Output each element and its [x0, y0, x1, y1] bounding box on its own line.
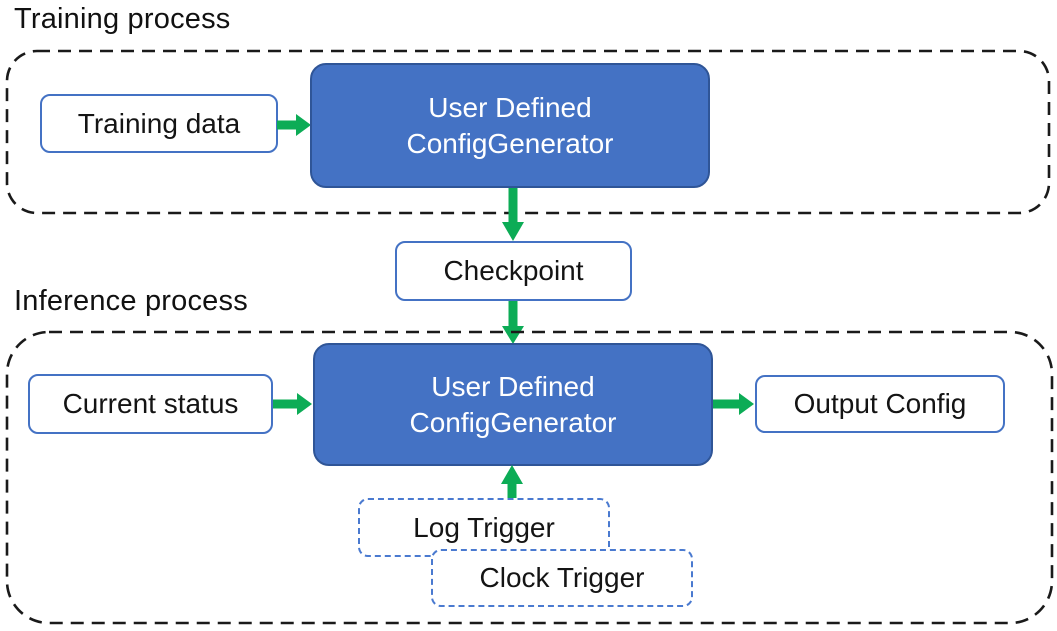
clock-trigger-box: Clock Trigger: [431, 549, 693, 607]
clock-trigger-label: Clock Trigger: [479, 562, 645, 593]
arrow-current-status-to-generator-icon: [273, 393, 312, 415]
training-generator-box: User Defined ConfigGenerator: [310, 63, 710, 188]
inference-generator-box: User Defined ConfigGenerator: [313, 343, 713, 466]
training-generator-label: User Defined ConfigGenerator: [406, 91, 614, 159]
arrow-checkpoint-to-inference-generator-icon: [502, 301, 524, 344]
training-data-label: Training data: [77, 107, 241, 139]
current-status-label: Current status: [62, 388, 239, 419]
log-trigger-box: Log Trigger: [358, 498, 610, 557]
training-process-container: [5, 49, 1051, 215]
arrow-triggers-to-generator-icon: [501, 465, 523, 499]
output-config-label: Output Config: [793, 388, 967, 419]
checkpoint-label: Checkpoint: [443, 255, 584, 286]
log-trigger-label: Log Trigger: [413, 511, 555, 543]
inference-process-title: Inference process: [14, 285, 248, 317]
training-process-title: Training process: [14, 3, 231, 35]
arrow-generator-to-output-config-icon: [713, 393, 754, 415]
inference-generator-label: User Defined ConfigGenerator: [409, 370, 617, 438]
arrow-generator-to-checkpoint-icon: [502, 188, 524, 241]
training-data-box: Training data: [40, 94, 278, 153]
checkpoint-box: Checkpoint: [395, 241, 632, 301]
current-status-box: Current status: [28, 374, 273, 434]
arrow-training-data-to-generator-icon: [277, 114, 311, 136]
output-config-box: Output Config: [755, 375, 1005, 433]
